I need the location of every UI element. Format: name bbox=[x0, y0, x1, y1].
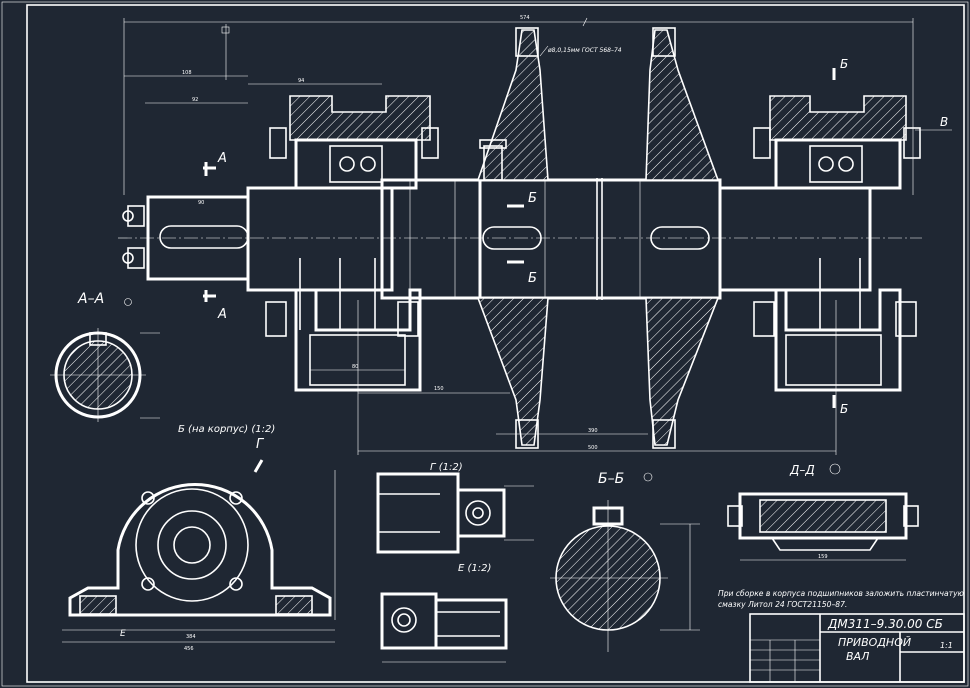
dim-500: 500 bbox=[588, 445, 598, 451]
cut-a-bottom-label: А bbox=[217, 307, 227, 322]
title-name-line2: ВАЛ bbox=[846, 650, 869, 663]
cut-b-right-bottom-label: Б bbox=[840, 402, 848, 416]
section-d-title: Д–Д bbox=[789, 463, 815, 477]
bottom-dimensions bbox=[310, 300, 837, 455]
cut-a-top-label: А bbox=[217, 151, 227, 166]
section-d-view bbox=[727, 492, 919, 561]
cut-b-top-label: Б bbox=[528, 191, 537, 206]
view-e-mark-housing: Е bbox=[120, 629, 126, 639]
top-dimensions bbox=[123, 17, 914, 195]
detail-e-view bbox=[380, 592, 508, 663]
dim-456: 456 bbox=[184, 646, 194, 652]
section-b-view bbox=[550, 500, 700, 652]
right-bearing-housing bbox=[753, 95, 921, 392]
title-name-line1: ПРИВОДНОЙ bbox=[838, 636, 911, 649]
detail-e-title: Е (1:2) bbox=[458, 563, 491, 574]
title-scale: 1:1 bbox=[940, 641, 953, 650]
right-sprocket bbox=[645, 27, 720, 449]
dim-92: 92 bbox=[192, 97, 198, 103]
section-b-circle-mark bbox=[643, 472, 653, 482]
cut-b-bottom-label: Б bbox=[528, 271, 537, 286]
left-end-bolts bbox=[122, 205, 145, 269]
dim-90: 90 bbox=[198, 200, 204, 206]
detail-g-view bbox=[376, 472, 534, 554]
assembly-note-line2: смазку Литол 24 ГОСТ21150–87. bbox=[718, 600, 847, 609]
section-b-title: Б–Б bbox=[598, 471, 624, 487]
cut-markers bbox=[203, 68, 952, 408]
dim-159: 159 bbox=[818, 554, 828, 560]
detail-g-title: Г (1:2) bbox=[430, 462, 463, 473]
gear-fit-leader bbox=[539, 45, 549, 57]
left-sprocket bbox=[476, 27, 549, 449]
gear-fit-note: ø8,0,15мм ГОСТ 568–74 bbox=[547, 47, 622, 54]
grease-fitting bbox=[479, 139, 507, 181]
dim-384: 384 bbox=[186, 634, 196, 640]
dim-390: 390 bbox=[588, 428, 598, 434]
main-shaft bbox=[146, 178, 872, 300]
title-block bbox=[749, 613, 965, 683]
section-a-circle-mark bbox=[124, 298, 132, 306]
section-a-title: А–А bbox=[77, 291, 104, 307]
left-bearing-housing bbox=[265, 95, 439, 392]
dim-108: 108 bbox=[182, 70, 192, 76]
dim-94: 94 bbox=[298, 78, 304, 84]
sheet-frame bbox=[26, 4, 965, 683]
view-b-housing-title: Б (на корпус) (1:2) bbox=[178, 424, 275, 435]
cut-v-label: В bbox=[940, 115, 948, 129]
cut-b-right-top-label: Б bbox=[840, 57, 848, 71]
dim-80: 80 bbox=[352, 364, 358, 370]
housing-view bbox=[62, 459, 336, 643]
dim-150: 150 bbox=[434, 386, 444, 392]
assembly-note-line1: При сборке в корпуса подшипников заложит… bbox=[718, 589, 965, 598]
section-d-circle-mark bbox=[829, 463, 841, 475]
title-code: ДМ311–9.30.00 СБ bbox=[827, 617, 943, 631]
section-a-view bbox=[50, 328, 160, 422]
dim-overall-length: 574 bbox=[520, 15, 530, 21]
view-g-mark: Г bbox=[256, 437, 265, 452]
